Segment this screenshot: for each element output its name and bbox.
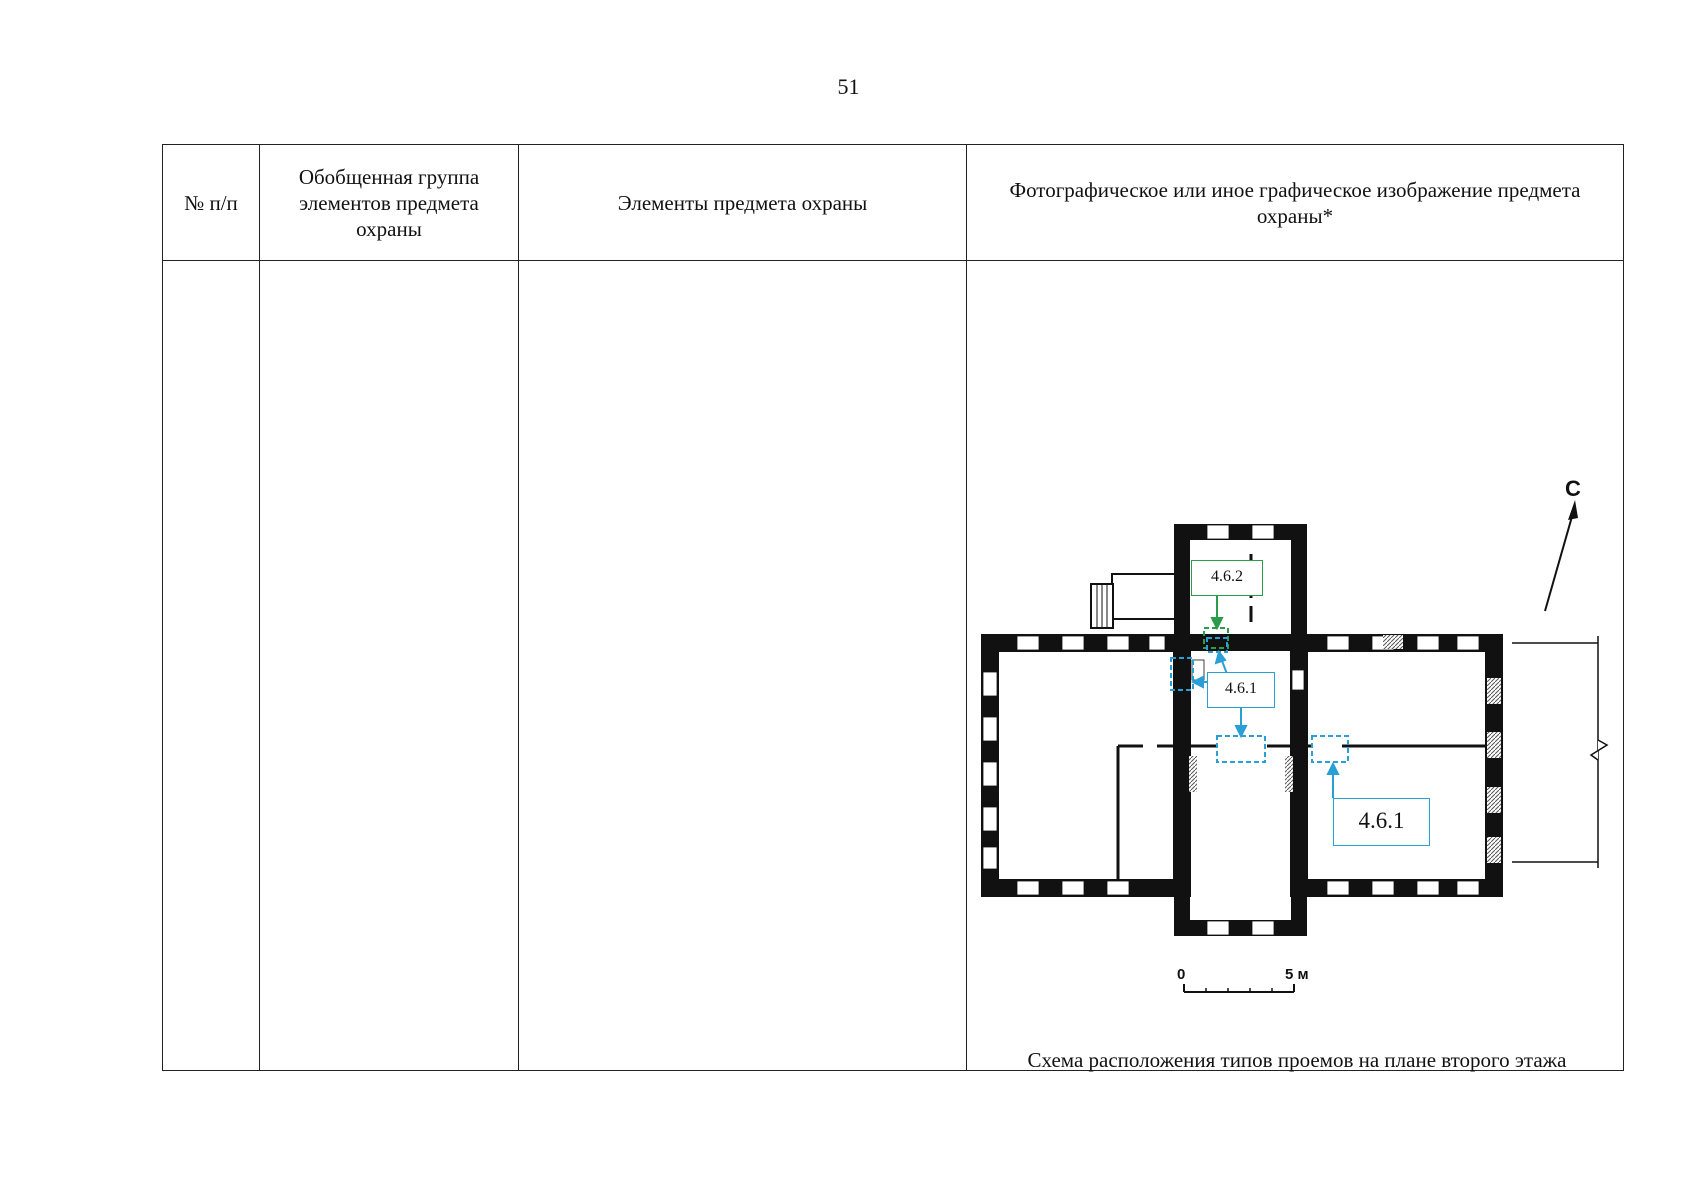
cell-number (162, 260, 260, 1071)
header-image: Фотографическое или иное графическое изо… (966, 144, 1624, 261)
page-number: 51 (837, 74, 860, 99)
dimension-lines (1512, 635, 1609, 868)
cell-group (259, 260, 519, 1071)
leader-arrows (1190, 595, 1340, 798)
scale-bar (1183, 983, 1295, 993)
table-header-row: № п/п Обобщенная группа элементов предме… (162, 144, 1624, 261)
north-label: С (1565, 475, 1581, 501)
cell-elements (518, 260, 967, 1071)
scale-end-label: 5 м (1285, 965, 1309, 983)
scale-start-label: 0 (1177, 965, 1186, 983)
hatched-piers (1189, 634, 1501, 863)
floor-plan-drawing (981, 499, 1609, 993)
tag-4-6-1-large: 4.6.1 (1333, 797, 1430, 846)
protection-table: № п/п Обобщенная группа элементов предме… (162, 144, 1627, 1072)
header-elements: Элементы предмета охраны (518, 144, 967, 261)
table-row: С 0 5 м 4.6.2 4.6.1 4.6.1 Схема располож… (162, 260, 1627, 1072)
tag-4-6-1-small: 4.6.1 (1207, 671, 1275, 708)
cell-image: С 0 5 м 4.6.2 4.6.1 4.6.1 Схема располож… (966, 260, 1627, 1072)
header-number: № п/п (162, 144, 260, 261)
floor-plan-figure: С 0 5 м 4.6.2 4.6.1 4.6.1 Схема располож… (967, 262, 1627, 1072)
north-arrow-icon (1544, 499, 1578, 611)
header-group: Обобщенная группа элементов предмета охр… (259, 144, 519, 261)
porch-stairs (1090, 572, 1181, 629)
plan-caption: Схема расположения типов проемов на план… (1027, 1047, 1567, 1072)
tag-4-6-2: 4.6.2 (1191, 559, 1263, 596)
